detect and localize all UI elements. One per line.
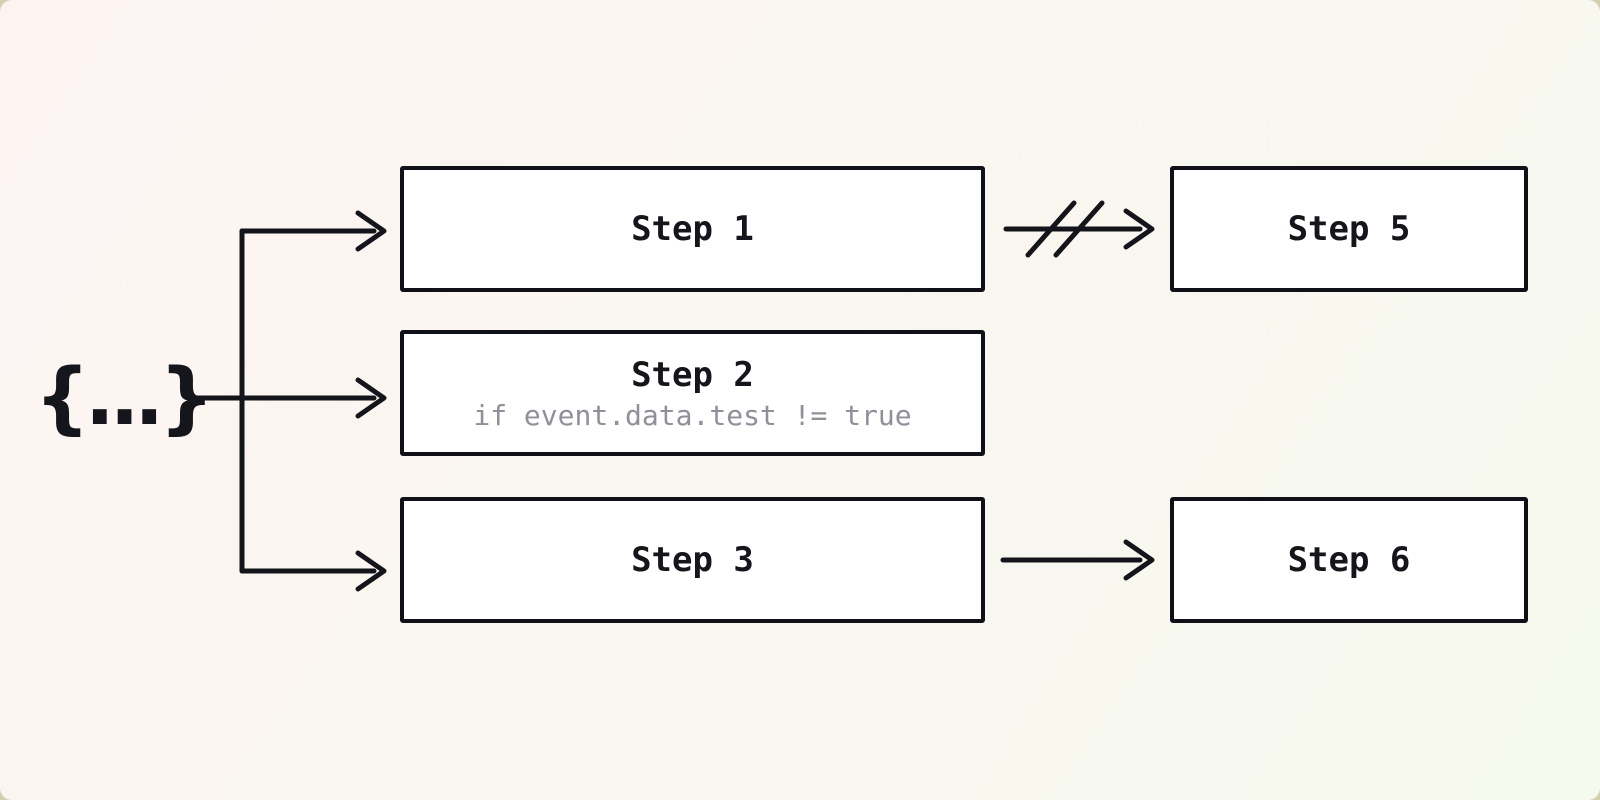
node-step5-label: Step 5 <box>1287 209 1411 249</box>
edge-step3-step6 <box>1000 539 1155 581</box>
node-step2: Step 2 if event.data.test != true <box>400 330 985 456</box>
edge-trigger-step1 <box>239 210 387 252</box>
node-step1-label: Step 1 <box>631 209 754 249</box>
node-step2-label: Step 2 <box>631 354 754 395</box>
node-step6: Step 6 <box>1170 497 1528 623</box>
node-step3-label: Step 3 <box>631 540 754 580</box>
node-step3: Step 3 <box>400 497 985 623</box>
node-step5: Step 5 <box>1170 166 1528 292</box>
event-trigger: {...} <box>35 348 215 448</box>
edge-step1-step5-cancelled <box>1003 200 1155 258</box>
node-step6-label: Step 6 <box>1287 540 1411 580</box>
edge-trigger-step3 <box>239 550 387 592</box>
node-step2-condition: if event.data.test != true <box>473 398 912 432</box>
edge-trigger-step2 <box>190 377 387 419</box>
event-payload-icon: {...} <box>34 353 215 443</box>
node-step1: Step 1 <box>400 166 985 292</box>
